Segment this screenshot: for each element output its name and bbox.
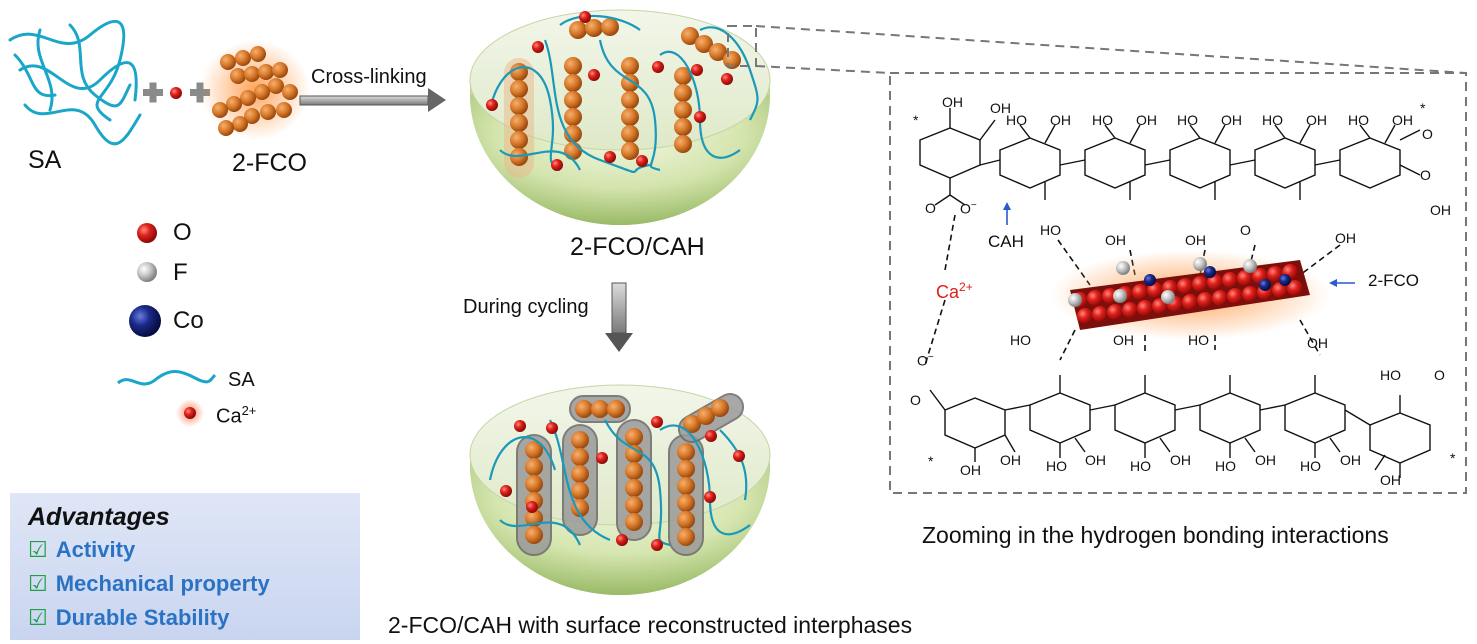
atom-label-om: O−: [917, 352, 934, 369]
zoom-ca-label: Ca2+: [936, 280, 973, 302]
fco-rod: [674, 67, 692, 153]
atom-label-star: *: [1420, 100, 1426, 116]
checkbox-icon: ☑: [28, 537, 48, 562]
fco-crystal-slab: [1050, 250, 1330, 340]
fco-label: 2-FCO: [232, 149, 307, 177]
atom-label-ho: HO: [1130, 458, 1151, 474]
atom-label-oh: OH: [1380, 472, 1401, 488]
atom-label-ho: HO: [1380, 367, 1401, 383]
legend-cobalt-sphere: [129, 305, 161, 337]
sa-label: SA: [28, 146, 62, 174]
fco-pointer-arrow: [1329, 279, 1355, 287]
atom-label-star: *: [1450, 450, 1456, 466]
legend-sa-label: SA: [228, 369, 255, 391]
atom-label-oh: OH: [1105, 232, 1126, 248]
atom-label-oh: OH: [1335, 230, 1356, 246]
atom-label-oh: OH: [960, 462, 981, 478]
atom-label-oh: OH: [1113, 332, 1134, 348]
legend-ca-label: Ca2+: [216, 403, 257, 428]
atom-label-star: *: [913, 112, 919, 128]
advantages-panel: [10, 493, 360, 640]
zoom-panel-frame: [889, 72, 1467, 494]
atom-label-ho: HO: [1300, 458, 1321, 474]
atom-label-o: O: [1422, 126, 1433, 142]
atom-label-oh: OH: [1136, 112, 1157, 128]
atom-label-oh: OH: [1000, 452, 1021, 468]
zoom-fco-label: 2-FCO: [1368, 271, 1419, 290]
atom-label-oh: OH: [1430, 202, 1451, 218]
hydrogel-label-top: 2-FCO/CAH: [570, 233, 705, 261]
fco-rod: [569, 18, 619, 39]
legend-oxygen-sphere: [137, 223, 157, 243]
atom-label-oh: OH: [1392, 112, 1413, 128]
atom-label-o: O: [1434, 367, 1445, 383]
cah-label: CAH: [988, 232, 1024, 251]
atom-label-ho: HO: [1215, 458, 1236, 474]
legend-fluorine-sphere: [137, 262, 157, 282]
atom-label-ho: HO: [1262, 112, 1283, 128]
advantage-item-stability: ☑Durable Stability: [28, 605, 230, 630]
alginate-chain-bottom: [929, 375, 1431, 478]
atom-label-ho: HO: [1010, 332, 1031, 348]
advantage-item-mechanical: ☑Mechanical property: [28, 571, 270, 596]
atom-label-ho: HO: [1177, 112, 1198, 128]
legend-sa-strand: [116, 370, 217, 386]
cah-pointer-arrow: [1003, 202, 1011, 225]
checkbox-icon: ☑: [28, 571, 48, 596]
atom-label-ho: HO: [1188, 332, 1209, 348]
atom-label-oh: OH: [942, 94, 963, 110]
hydrogel-dome-top: [469, 9, 771, 225]
fco-particle-cluster: [200, 40, 310, 140]
legend-ca-dot: [176, 399, 204, 427]
cross-linking-label: Cross-linking: [311, 66, 427, 88]
atom-label-o: O: [925, 200, 936, 216]
atom-label-om: O−: [960, 200, 977, 217]
plus-icon: [143, 82, 163, 103]
plus-icon: [190, 82, 210, 103]
hydrogel-label-bottom: 2-FCO/CAH with surface reconstructed int…: [388, 612, 913, 638]
cross-linking-arrow: [299, 88, 446, 112]
atom-label-oh: OH: [1050, 112, 1071, 128]
atom-label-oh: OH: [1085, 452, 1106, 468]
fco-rod: [621, 57, 639, 160]
sa-strands: [8, 19, 142, 146]
advantage-item-activity: ☑Activity: [28, 537, 136, 562]
atom-label-o: O: [1240, 222, 1251, 238]
atom-label-star: *: [928, 453, 934, 469]
hydrogel-dome-bottom: [469, 384, 771, 595]
legend-f-label: F: [173, 259, 188, 286]
atom-label-ho: HO: [1006, 112, 1027, 128]
atom-label-o: O: [1420, 167, 1431, 183]
atom-label-oh: OH: [1307, 335, 1328, 351]
zoom-caption: Zooming in the hydrogen bonding interact…: [922, 522, 1389, 548]
atom-label-oh: OH: [1221, 112, 1242, 128]
atom-label-oh: OH: [1255, 452, 1276, 468]
atom-label-o: O: [910, 392, 921, 408]
zoom-connector-lines: [727, 25, 1467, 74]
ca-ion-dot: [170, 87, 182, 99]
atom-label-ho: HO: [1348, 112, 1369, 128]
fco-rod: [564, 57, 582, 160]
atom-label-ho: HO: [1040, 222, 1061, 238]
alginate-chain-top: [919, 108, 1421, 206]
atom-label-ho: HO: [1092, 112, 1113, 128]
advantages-title: Advantages: [28, 503, 170, 531]
atom-label-oh: OH: [990, 100, 1011, 116]
legend-o-label: O: [173, 219, 192, 246]
checkbox-icon: ☑: [28, 605, 48, 630]
during-cycling-arrow: [605, 282, 633, 352]
atom-label-oh: OH: [1306, 112, 1327, 128]
legend-co-label: Co: [173, 307, 204, 334]
during-cycling-label: During cycling: [463, 296, 589, 318]
fco-rod: [504, 58, 534, 178]
atom-label-oh: OH: [1170, 452, 1191, 468]
atom-label-ho: HO: [1046, 458, 1067, 474]
atom-label-oh: OH: [1185, 232, 1206, 248]
atom-label-oh: OH: [1340, 452, 1361, 468]
